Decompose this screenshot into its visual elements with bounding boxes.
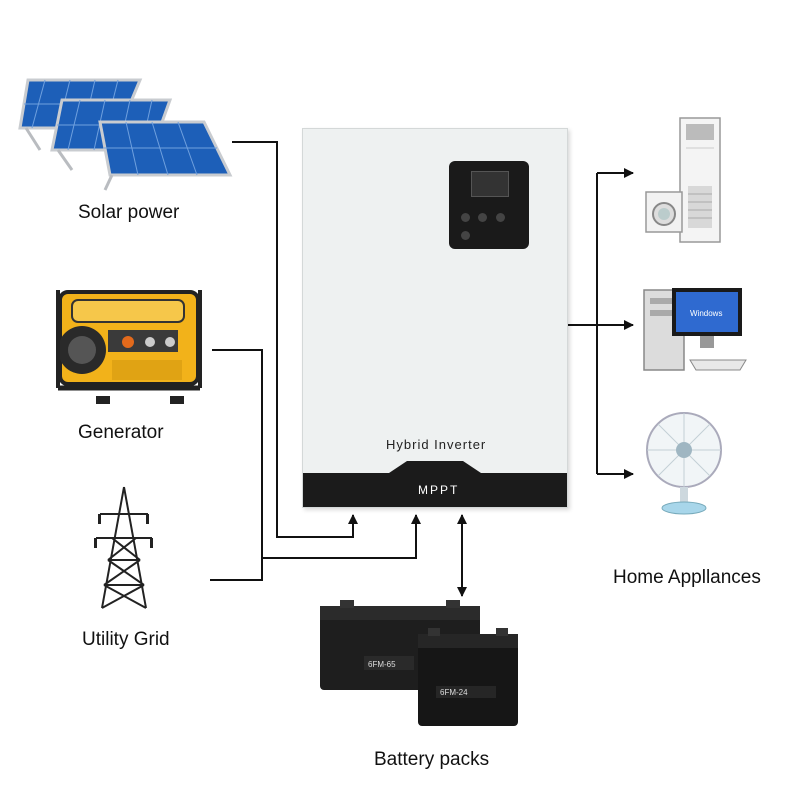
solar-line	[232, 141, 358, 538]
inverter-buttons	[461, 209, 517, 240]
computer-screen-text: Windows	[690, 309, 722, 318]
solar-power-label: Solar power	[78, 202, 180, 223]
battery-model-1: 6FM-65	[368, 660, 396, 669]
home-appliances-label: Home Appllances	[613, 567, 761, 588]
inverter-mppt-badge: MPPT	[418, 483, 460, 497]
inverter-lcd	[471, 171, 509, 197]
battery-model-2: 6FM-24	[440, 688, 468, 697]
inverter-title: Hybrid Inverter	[386, 437, 487, 452]
utility-grid-label: Utility Grid	[82, 629, 170, 650]
inverter-display-panel	[449, 161, 529, 249]
grid-line	[210, 514, 421, 581]
generator-line	[212, 349, 263, 558]
battery-packs-label: Battery packs	[374, 749, 490, 770]
generator-label: Generator	[78, 422, 164, 443]
inverter-base-notch	[303, 459, 567, 499]
hybrid-inverter: Hybrid Inverter MPPT	[302, 128, 568, 508]
